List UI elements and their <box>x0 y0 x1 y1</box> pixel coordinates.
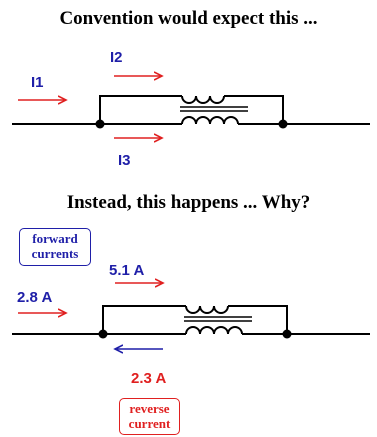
label-i3: I3 <box>118 152 131 169</box>
label-lower: 2.3 A <box>131 370 166 387</box>
top-heading: Convention would expect this ... <box>59 8 318 29</box>
forward-box-line-2: currents <box>31 246 79 261</box>
forward-currents-box: forward currents <box>19 228 91 266</box>
top-upper-coil <box>181 95 225 104</box>
bottom-lower-coil <box>185 326 243 335</box>
reverse-box-line-1: reverse <box>129 401 170 416</box>
bottom-node-left <box>98 329 108 339</box>
reverse-box-line-2: current <box>128 416 171 431</box>
forward-box-line-1: forward <box>32 231 78 246</box>
top-lower-coil <box>181 116 239 125</box>
top-upper-branch <box>99 95 284 124</box>
bottom-heading: Instead, this happens ... Why? <box>66 192 311 213</box>
top-circuit: I1 I2 I3 <box>12 49 370 169</box>
label-upper: 5.1 A <box>109 262 144 279</box>
top-node-right <box>278 119 288 129</box>
label-i1: I1 <box>31 74 44 91</box>
reverse-current-box: reverse current <box>119 398 180 435</box>
bottom-circuit: 2.8 A 5.1 A 2.3 A <box>12 262 370 387</box>
label-i2: I2 <box>110 49 123 66</box>
top-node-left <box>95 119 105 129</box>
bottom-upper-branch <box>102 305 288 334</box>
label-inflow: 2.8 A <box>17 289 52 306</box>
bottom-node-right <box>282 329 292 339</box>
bottom-upper-coil <box>185 305 229 314</box>
